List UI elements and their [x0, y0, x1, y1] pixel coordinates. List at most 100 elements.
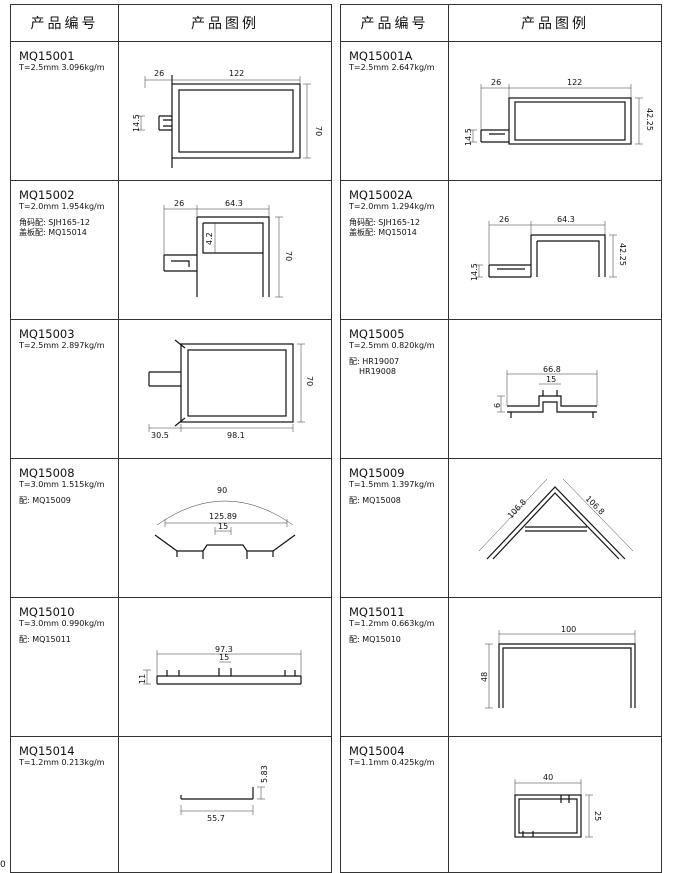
product-note: 角码配: SJH165-12 — [19, 218, 91, 227]
profile-drawing: 100 48 — [449, 598, 661, 736]
page-number: 0 — [0, 860, 6, 870]
profile-drawing: 90 125.89 15 — [119, 459, 331, 597]
product-note: HR19008 — [359, 367, 397, 376]
header-code: 产品编号 — [341, 5, 449, 41]
product-spec: T=2.0mm 1.954kg/m — [19, 202, 105, 211]
product-note: 配: MQ15010 — [349, 635, 401, 644]
profile-drawing: 70 30.5 98.1 — [119, 320, 331, 458]
dim-label: 26 — [154, 69, 164, 78]
dim-label: 4.2 — [205, 232, 214, 245]
header-figure: 产品图例 — [191, 16, 259, 32]
profile-drawing-svg: 26 64.3 14.5 42.25 — [470, 215, 627, 281]
dim-label: 64.3 — [225, 199, 243, 208]
profile-drawing-svg: 66.8 15 6 — [493, 365, 598, 418]
profile-drawing: 40 25 — [449, 737, 661, 872]
product-code: MQ15001 — [19, 49, 75, 63]
profile-drawing: 26 122 14.5 70 — [119, 42, 331, 180]
header-code: 产品编号 — [11, 5, 119, 41]
table-row: MQ15002 T=2.0mm 1.954kg/m 角码配: SJH165-12… — [11, 181, 331, 320]
header-figure: 产品图例 — [521, 16, 589, 32]
dim-label: 5.83 — [260, 765, 269, 783]
dim-label: 26 — [174, 199, 184, 208]
dim-label: 15 — [219, 653, 229, 662]
product-code: MQ15010 — [19, 605, 75, 619]
dim-label: 15 — [218, 522, 228, 531]
profile-drawing: 26 64.3 14.5 42.25 — [449, 181, 661, 319]
table-row: MQ15011 T=1.2mm 0.663kg/m 配: MQ15010 100… — [341, 598, 661, 737]
product-code: MQ15008 — [19, 466, 75, 480]
product-spec: T=2.0mm 1.294kg/m — [349, 202, 435, 211]
table-row: MQ15005 T=2.5mm 0.820kg/m 配: HR19007 HR1… — [341, 320, 661, 459]
dim-label: 97.3 — [215, 645, 233, 654]
dim-label: 40 — [543, 773, 553, 782]
profile-drawing-svg: 55.7 5.83 — [180, 765, 269, 823]
product-code: MQ15005 — [349, 327, 405, 341]
product-note: 盖板配: MQ15014 — [349, 228, 417, 237]
profile-drawing-svg: 70 30.5 98.1 — [148, 339, 314, 440]
dim-label: 14.5 — [470, 263, 479, 281]
table-header: 产品编号 产品图例 — [11, 5, 331, 42]
dim-label: 42.25 — [645, 108, 654, 131]
dim-label: 14.5 — [132, 114, 141, 132]
profile-drawing-svg: 26 64.3 4.2 70 — [163, 199, 293, 298]
product-note: 配: MQ15009 — [19, 496, 71, 505]
dim-label: 106.8 — [584, 494, 607, 517]
dim-label: 30.5 — [151, 431, 169, 440]
profile-drawing: 26 64.3 4.2 70 — [119, 181, 331, 319]
dim-label: 70 — [305, 376, 314, 386]
right-catalog-table: 产品编号 产品图例 MQ15001A T=2.5mm 2.647kg/m 26 … — [340, 4, 662, 873]
profile-drawing-svg: 26 122 14.5 42.25 — [464, 78, 654, 146]
dim-label: 122 — [229, 69, 244, 78]
left-catalog-table: 产品编号 产品图例 MQ15001 T=2.5mm 3.096kg/m 26 1… — [10, 4, 332, 873]
product-spec: T=1.2mm 0.663kg/m — [349, 619, 435, 628]
table-row: MQ15003 T=2.5mm 2.897kg/m 70 30.5 98.1 — [11, 320, 331, 459]
product-info: MQ15010 T=3.0mm 0.990kg/m 配: MQ15011 — [11, 598, 119, 736]
product-code: MQ15003 — [19, 327, 75, 341]
profile-drawing: 106.8 106.8 — [449, 459, 661, 597]
dim-label: 106.8 — [506, 497, 528, 520]
product-info: MQ15001 T=2.5mm 3.096kg/m — [11, 42, 119, 180]
dim-label: 90 — [217, 486, 227, 495]
dim-label: 98.1 — [227, 431, 245, 440]
profile-drawing-svg: 90 125.89 15 — [154, 486, 296, 559]
product-note: 盖板配: MQ15014 — [19, 228, 87, 237]
product-code: MQ15009 — [349, 466, 405, 480]
dim-label: 6 — [493, 403, 502, 408]
dim-label: 15 — [546, 375, 556, 384]
table-row: MQ15010 T=3.0mm 0.990kg/m 配: MQ15011 97.… — [11, 598, 331, 737]
profile-drawing-svg: 97.3 15 11 — [138, 645, 302, 685]
product-spec: T=2.5mm 2.897kg/m — [19, 341, 105, 350]
dim-label: 26 — [499, 215, 509, 224]
table-row: MQ15008 T=3.0mm 1.515kg/m 配: MQ15009 90 … — [11, 459, 331, 598]
product-spec: T=2.5mm 2.647kg/m — [349, 63, 435, 72]
product-info: MQ15011 T=1.2mm 0.663kg/m 配: MQ15010 — [341, 598, 449, 736]
product-code: MQ15004 — [349, 744, 405, 758]
dim-label: 125.89 — [209, 512, 237, 521]
dim-label: 66.8 — [543, 365, 561, 374]
dim-label: 26 — [491, 78, 501, 87]
product-spec: T=1.1mm 0.425kg/m — [349, 758, 435, 767]
product-code: MQ15014 — [19, 744, 75, 758]
dim-label: 100 — [561, 625, 576, 634]
dim-label: 14.5 — [464, 128, 473, 146]
product-note: 配: MQ15008 — [349, 496, 401, 505]
product-info: MQ15009 T=1.5mm 1.397kg/m 配: MQ15008 — [341, 459, 449, 597]
profile-drawing: 55.7 5.83 — [119, 737, 331, 872]
profile-drawing-svg: 106.8 106.8 — [478, 478, 634, 560]
product-info: MQ15008 T=3.0mm 1.515kg/m 配: MQ15009 — [11, 459, 119, 597]
product-note: 配: HR19007 — [349, 357, 400, 366]
product-info: MQ15002A T=2.0mm 1.294kg/m 角码配: SJH165-1… — [341, 181, 449, 319]
profile-drawing: 97.3 15 11 — [119, 598, 331, 736]
product-spec: T=2.5mm 3.096kg/m — [19, 63, 105, 72]
profile-drawing-svg: 100 48 — [480, 625, 636, 709]
product-info: MQ15005 T=2.5mm 0.820kg/m 配: HR19007 HR1… — [341, 320, 449, 458]
product-code: MQ15002 — [19, 188, 75, 202]
product-info: MQ15003 T=2.5mm 2.897kg/m — [11, 320, 119, 458]
product-spec: T=3.0mm 0.990kg/m — [19, 619, 105, 628]
product-code: MQ15001A — [349, 49, 413, 63]
table-row: MQ15002A T=2.0mm 1.294kg/m 角码配: SJH165-1… — [341, 181, 661, 320]
table-header: 产品编号 产品图例 — [341, 5, 661, 42]
table-row: MQ15001A T=2.5mm 2.647kg/m 26 122 14.5 4… — [341, 42, 661, 181]
product-code: MQ15002A — [349, 188, 413, 202]
table-row: MQ15009 T=1.5mm 1.397kg/m 配: MQ15008 106… — [341, 459, 661, 598]
